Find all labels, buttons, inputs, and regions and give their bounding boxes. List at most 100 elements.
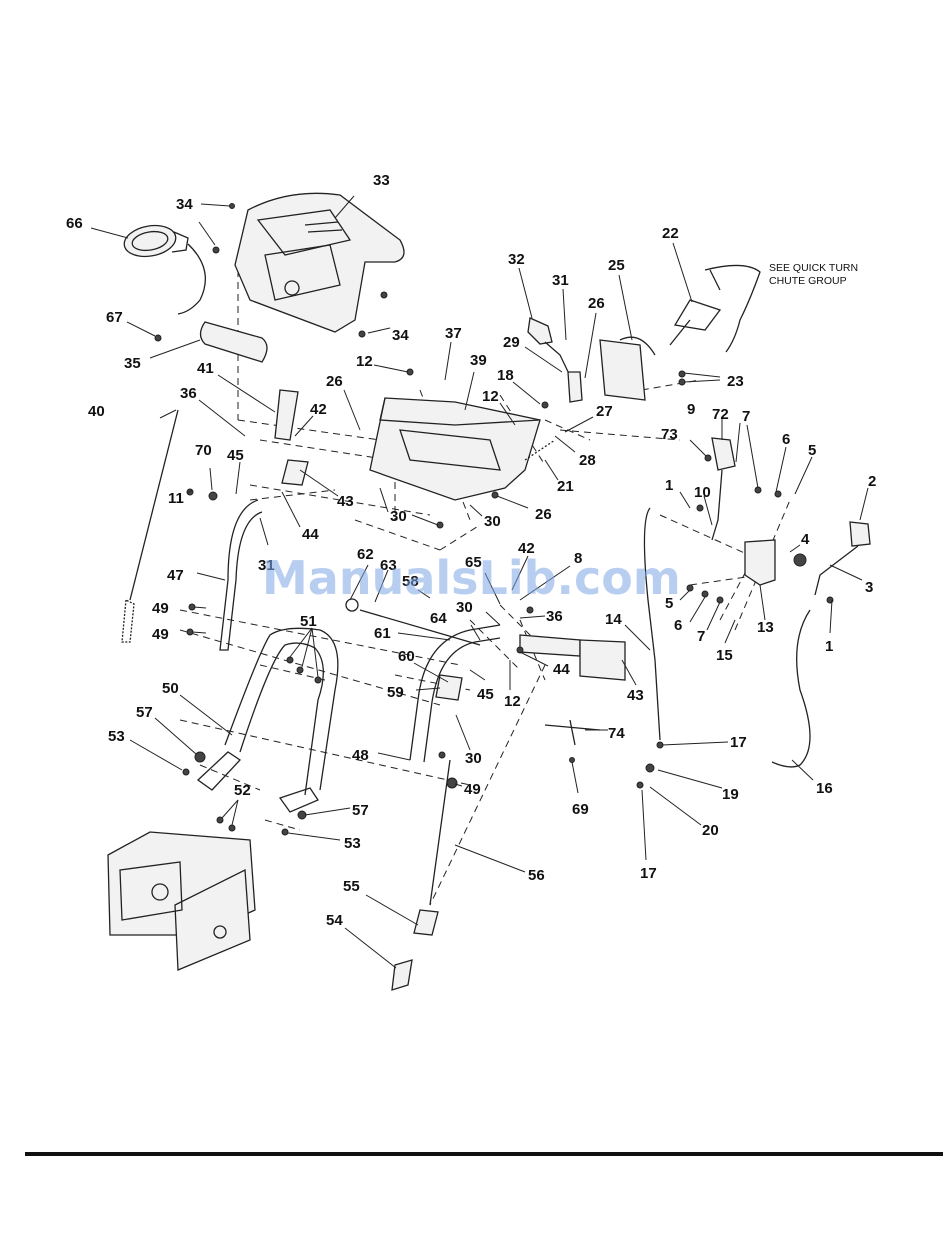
callout: 9 [687, 401, 695, 418]
callout: 70 [195, 442, 212, 459]
callout: 17 [730, 734, 747, 751]
callout: 30 [465, 750, 482, 767]
callout: 40 [88, 403, 105, 420]
callout: 28 [579, 452, 596, 469]
callout: 69 [572, 801, 589, 818]
callout: 30 [484, 513, 501, 530]
callout: 29 [503, 334, 520, 351]
callout: 66 [66, 215, 83, 232]
bottom-rule [25, 1152, 943, 1156]
callout: 18 [497, 367, 514, 384]
callout: 37 [445, 325, 462, 342]
callout: 57 [136, 704, 153, 721]
callout: 72 [712, 406, 729, 423]
callout: 6 [674, 617, 682, 634]
callout: 74 [608, 725, 625, 742]
callout: 45 [477, 686, 494, 703]
callout-labels: 33 34 66 34 67 35 32 31 22 25 26 29 37 1… [66, 172, 876, 929]
callout: 49 [464, 781, 481, 798]
callout: 67 [106, 309, 123, 326]
callout: 4 [801, 531, 810, 548]
callout: 58 [402, 573, 419, 590]
callout: 45 [227, 447, 244, 464]
callout: 16 [816, 780, 833, 797]
callout: 20 [702, 822, 719, 839]
callout: 31 [552, 272, 569, 289]
callout: 35 [124, 355, 141, 372]
watermark: ManualsLib.com [262, 551, 681, 605]
callout: 31 [258, 557, 275, 574]
callout: 7 [697, 628, 705, 645]
callout: 36 [180, 385, 197, 402]
callout: 1 [665, 477, 673, 494]
callout: 7 [742, 408, 750, 425]
callout: 8 [574, 550, 582, 567]
callout: 41 [197, 360, 214, 377]
callout: 57 [352, 802, 369, 819]
callout: 42 [310, 401, 327, 418]
callout: 59 [387, 684, 404, 701]
callout: 60 [398, 648, 415, 665]
callout: 34 [176, 196, 193, 213]
callout: 39 [470, 352, 487, 369]
callout: 15 [716, 647, 733, 664]
note-line-1: SEE QUICK TURN [769, 262, 858, 274]
callout: 11 [168, 490, 184, 507]
callout: 43 [627, 687, 644, 704]
callout: 54 [326, 912, 343, 929]
callout: 43 [337, 493, 354, 510]
callout: 25 [608, 257, 625, 274]
callout: 10 [694, 484, 711, 501]
callout: 36 [546, 608, 563, 625]
callout: 63 [380, 557, 397, 574]
callout: 61 [374, 625, 391, 642]
callout: 5 [808, 442, 816, 459]
callout: 19 [722, 786, 739, 803]
callout: 48 [352, 747, 369, 764]
callout: 52 [234, 782, 251, 799]
note-line-2: CHUTE GROUP [769, 275, 847, 287]
callout: 6 [782, 431, 790, 448]
chute-group-note: SEE QUICK TURN CHUTE GROUP [769, 262, 858, 287]
callout: 13 [757, 619, 774, 636]
callout: 42 [518, 540, 535, 557]
callout: 53 [344, 835, 361, 852]
callout: 2 [868, 473, 876, 490]
callout: 44 [553, 661, 570, 678]
callout: 51 [300, 613, 317, 630]
callout: 26 [535, 506, 552, 523]
callout: 30 [390, 508, 407, 525]
callout: 64 [430, 610, 447, 627]
callout: 1 [825, 638, 833, 655]
callout: 26 [326, 373, 343, 390]
callout: 3 [865, 579, 873, 596]
callout: 30 [456, 599, 473, 616]
leader-lines [90, 195, 869, 969]
callout: 12 [356, 353, 373, 370]
callout: 5 [665, 595, 673, 612]
callout: 33 [373, 172, 390, 189]
callout: 23 [727, 373, 744, 390]
callout: 32 [508, 251, 525, 268]
callout: 73 [661, 426, 678, 443]
callout: 21 [557, 478, 574, 495]
callout: 62 [357, 546, 374, 563]
callout: 14 [605, 611, 622, 628]
callout: 49 [152, 600, 169, 617]
callout: 12 [482, 388, 499, 405]
callout: 55 [343, 878, 360, 895]
part-drawings [107, 192, 871, 991]
callout: 26 [588, 295, 605, 312]
callout: 22 [662, 225, 679, 242]
callout: 17 [640, 865, 657, 882]
callout: 56 [528, 867, 545, 884]
callout: 50 [162, 680, 179, 697]
callout: 27 [596, 403, 613, 420]
callout: 34 [392, 327, 409, 344]
callout: 65 [465, 554, 482, 571]
callout: 49 [152, 626, 169, 643]
callout: 12 [504, 693, 521, 710]
callout: 53 [108, 728, 125, 745]
callout: 44 [302, 526, 319, 543]
